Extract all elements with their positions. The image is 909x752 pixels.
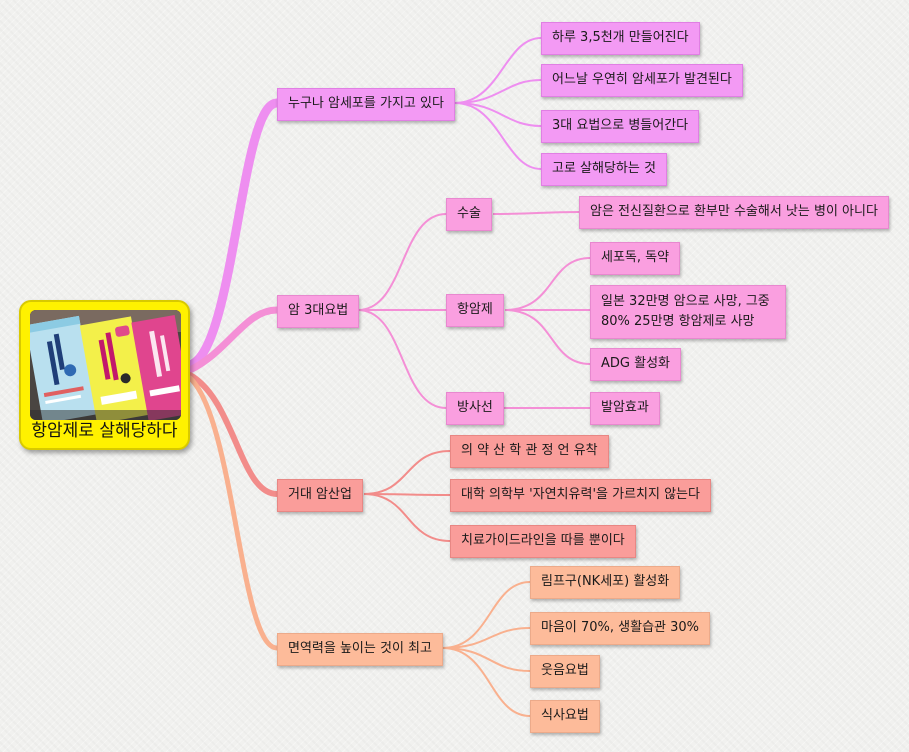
branch3-child-1[interactable]: 의 약 산 학 관 정 언 유착 (450, 435, 609, 468)
branch2-child-radiation[interactable]: 방사선 (446, 392, 504, 425)
link-b4-c4 (442, 647, 531, 717)
link-b3-c3 (363, 493, 451, 542)
branch1-child-1[interactable]: 하루 3,5천개 만들어진다 (541, 22, 700, 55)
link-central-branch1 (185, 98, 282, 370)
link-central-branch4 (187, 375, 280, 651)
central-topic[interactable]: 항암제로 살해당하다 (19, 300, 190, 450)
branch4-child-1[interactable]: 림프구(NK세포) 활성화 (530, 566, 681, 599)
branch2-anticancer-leaf-2[interactable]: 일본 32만명 암으로 사망, 그중 80% 25만명 항암제로 사망 (590, 285, 786, 340)
branch1-child-3[interactable]: 3대 요법으로 병들어간다 (541, 110, 700, 143)
branch4-child-4[interactable]: 식사요법 (530, 700, 600, 733)
link-b4-c2 (442, 627, 531, 649)
link-b3-c1 (363, 450, 451, 495)
branch2-surgery-leaf[interactable]: 암은 전신질환으로 환부만 수술해서 낫는 병이 아니다 (579, 196, 889, 229)
branch-node-3[interactable]: 거대 암산업 (277, 479, 363, 512)
link-b1-c4 (454, 102, 542, 170)
book-covers-image (30, 310, 181, 420)
link-b1-c1 (454, 37, 542, 104)
link-central-branch2 (186, 306, 281, 374)
link-b2-c3 (357, 309, 447, 409)
branch4-child-3[interactable]: 웃음요법 (530, 655, 600, 688)
branch2-anticancer-leaf-1[interactable]: 세포독, 독약 (590, 242, 681, 275)
branch-node-4[interactable]: 면역력을 높이는 것이 최고 (277, 633, 443, 666)
branch3-child-3[interactable]: 치료가이드라인을 따를 뿐이다 (450, 525, 636, 558)
link-b1-c2 (454, 79, 542, 104)
link-b4-c3 (442, 647, 531, 672)
branch1-child-4[interactable]: 고로 살해당하는 것 (541, 153, 667, 186)
link-b2c2-leaf3 (504, 309, 591, 365)
branch2-child-anticancer[interactable]: 항암제 (446, 294, 504, 327)
branch3-child-2[interactable]: 대학 의학부 '자연치유력'을 가르치지 않는다 (450, 479, 711, 512)
book-covers-icon (30, 310, 181, 420)
branch4-child-2[interactable]: 마음이 70%, 생활습관 30% (530, 612, 711, 645)
link-b4-c1 (442, 581, 531, 649)
branch-node-1[interactable]: 누구나 암세포를 가지고 있다 (277, 88, 455, 121)
branch-node-2[interactable]: 암 3대요법 (277, 295, 360, 328)
branch2-anticancer-leaf-3[interactable]: ADG 활성화 (590, 348, 681, 381)
branch1-child-2[interactable]: 어느날 우연히 암세포가 발견된다 (541, 64, 743, 97)
link-b2c2-leaf1 (504, 257, 591, 311)
branch2-child-surgery[interactable]: 수술 (446, 198, 492, 231)
link-b2-c1 (357, 213, 447, 311)
branch2-radiation-leaf[interactable]: 발암효과 (590, 392, 660, 425)
central-topic-label: 항암제로 살해당하다 (31, 421, 178, 441)
link-b2c1-leaf (492, 211, 580, 215)
link-central-branch3 (187, 372, 280, 497)
link-b1-c3 (454, 102, 542, 127)
link-b3-c2 (363, 493, 451, 496)
